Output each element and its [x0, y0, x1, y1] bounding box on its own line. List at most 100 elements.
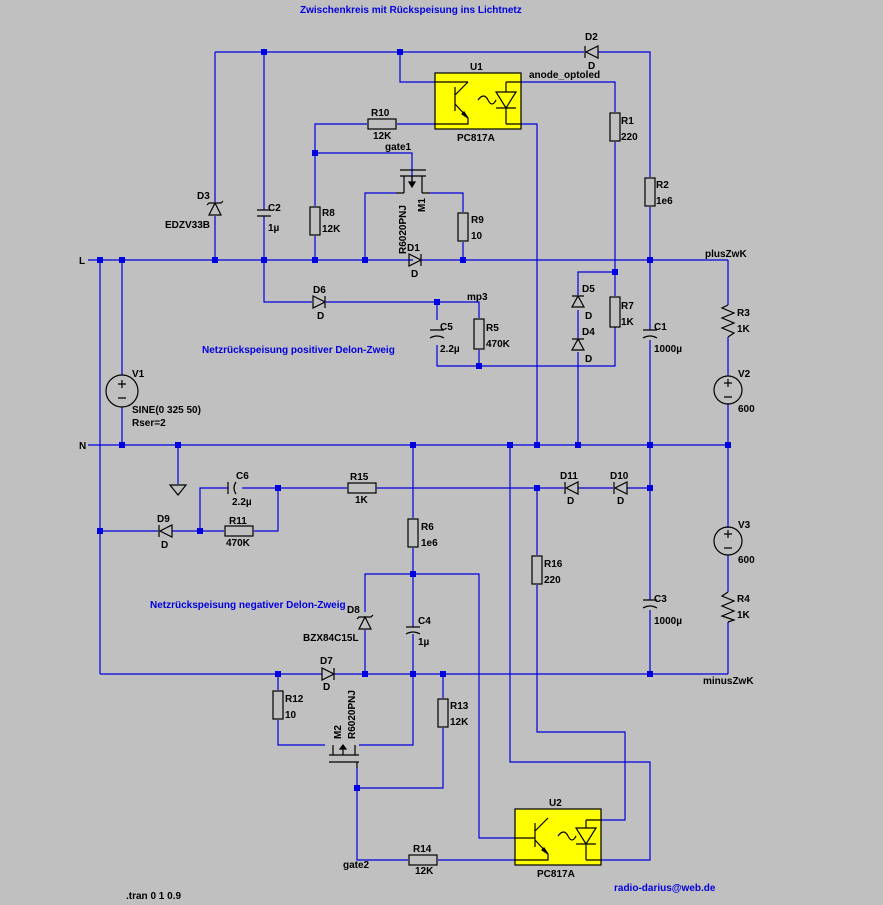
- R3-ref: R3: [737, 308, 750, 319]
- D11-symbol: [564, 481, 579, 495]
- C3-ref: C3: [654, 594, 667, 605]
- C3-symbol: [642, 599, 658, 609]
- C6-symbol: [227, 481, 237, 495]
- V1-extra: Rser=2: [132, 418, 166, 429]
- R9-ref: R9: [471, 215, 484, 226]
- D9-symbol: [158, 524, 173, 538]
- R10-ref: R10: [371, 108, 390, 119]
- D11-value: D: [567, 496, 574, 507]
- R2-value: 1e6: [656, 196, 673, 207]
- labels: Zwischenkreis mit Rückspeisung ins Licht…: [79, 5, 755, 902]
- net-L: L: [79, 256, 85, 267]
- M2-ref: M2: [333, 725, 344, 739]
- R6-value: 1e6: [421, 538, 438, 549]
- R9-symbol: [457, 212, 469, 242]
- R13-value: 12K: [450, 717, 469, 728]
- R9-value: 10: [471, 231, 483, 242]
- U1-value: PC817A: [457, 133, 495, 144]
- R6-ref: R6: [421, 522, 434, 533]
- D1-value: D: [411, 269, 418, 280]
- R4-symbol: [720, 591, 736, 623]
- D5-symbol: [570, 294, 586, 308]
- R12-value: 10: [285, 710, 297, 721]
- D6-ref: D6: [313, 285, 326, 296]
- R13-ref: R13: [450, 701, 469, 712]
- D8-ref: D8: [347, 605, 360, 616]
- R1-value: 220: [621, 132, 638, 143]
- D4-symbol: [570, 337, 586, 351]
- R15-value: 1K: [355, 495, 369, 506]
- R14-symbol: [408, 854, 438, 866]
- R11-symbol: [224, 525, 254, 537]
- U2-value: PC817A: [537, 869, 575, 880]
- D8-symbol: [356, 614, 374, 630]
- V3-value: 600: [738, 555, 755, 566]
- mosfet-M1: [396, 169, 430, 194]
- R5-symbol: [473, 318, 485, 350]
- D6-value: D: [317, 311, 324, 322]
- D2-value: D: [588, 61, 595, 72]
- R2-symbol: [644, 177, 656, 207]
- U2-ref: U2: [549, 798, 562, 809]
- D5-value: D: [585, 311, 592, 322]
- D4-ref: D4: [582, 327, 595, 338]
- D4-value: D: [585, 354, 592, 365]
- U1-ref: U1: [470, 62, 483, 73]
- D7-symbol: [321, 667, 336, 681]
- C4-ref: C4: [418, 616, 431, 627]
- R12-symbol: [272, 690, 284, 720]
- R13-symbol: [437, 698, 449, 728]
- R16-ref: R16: [544, 559, 563, 570]
- net-plus: plusZwK: [705, 249, 747, 260]
- R11-ref: R11: [229, 516, 247, 527]
- V2-value: 600: [738, 404, 755, 415]
- R3-symbol: [720, 304, 736, 338]
- C3-value: 1000µ: [654, 616, 682, 627]
- C5-symbol: [429, 329, 445, 339]
- R8-ref: R8: [322, 208, 335, 219]
- D10-value: D: [617, 496, 624, 507]
- net-gate1: gate1: [385, 142, 412, 153]
- wires: [88, 51, 729, 861]
- title: Zwischenkreis mit Rückspeisung ins Licht…: [300, 5, 522, 16]
- D7-ref: D7: [320, 656, 333, 667]
- R5-value: 470K: [486, 339, 511, 350]
- D10-ref: D10: [610, 471, 629, 482]
- D1-symbol: [408, 253, 423, 267]
- section-negative: Netzrückspeisung negativer Delon-Zweig: [150, 600, 346, 611]
- capacitor-symbols: [227, 209, 658, 635]
- R5-ref: R5: [486, 323, 499, 334]
- D11-ref: D11: [560, 471, 578, 482]
- V1-symbol: [105, 374, 139, 408]
- M1-ref: M1: [417, 198, 428, 212]
- author: radio-darius@web.de: [614, 883, 716, 894]
- C1-symbol: [642, 329, 658, 339]
- R11-value: 470K: [226, 538, 251, 549]
- M2-value: R6020PNJ: [347, 690, 358, 739]
- M1-value: R6020PNJ: [398, 205, 409, 254]
- net-minus: minusZwK: [703, 676, 754, 687]
- R3-value: 1K: [737, 324, 751, 335]
- C6-ref: C6: [236, 471, 249, 482]
- R1-symbol: [609, 112, 621, 142]
- resistor-symbols: [224, 112, 736, 866]
- C4-symbol: [405, 626, 421, 635]
- C2-symbol: [257, 209, 271, 217]
- D3-ref: D3: [197, 191, 210, 202]
- C5-ref: C5: [440, 322, 453, 333]
- V1-ref: V1: [132, 369, 145, 380]
- D7-value: D: [323, 682, 330, 693]
- D9-value: D: [161, 540, 168, 551]
- V2-symbol: [713, 375, 743, 405]
- R10-value: 12K: [373, 131, 392, 142]
- V1-value: SINE(0 325 50): [132, 405, 201, 416]
- net-gate2: gate2: [343, 860, 370, 871]
- C1-value: 1000µ: [654, 344, 682, 355]
- D3-value: EDZV33B: [165, 220, 210, 231]
- R7-symbol: [609, 296, 621, 328]
- section-positive: Netzrückspeisung positiver Delon-Zweig: [202, 345, 395, 356]
- V3-symbol: [713, 526, 743, 556]
- net-anode: anode_optoled: [529, 70, 600, 81]
